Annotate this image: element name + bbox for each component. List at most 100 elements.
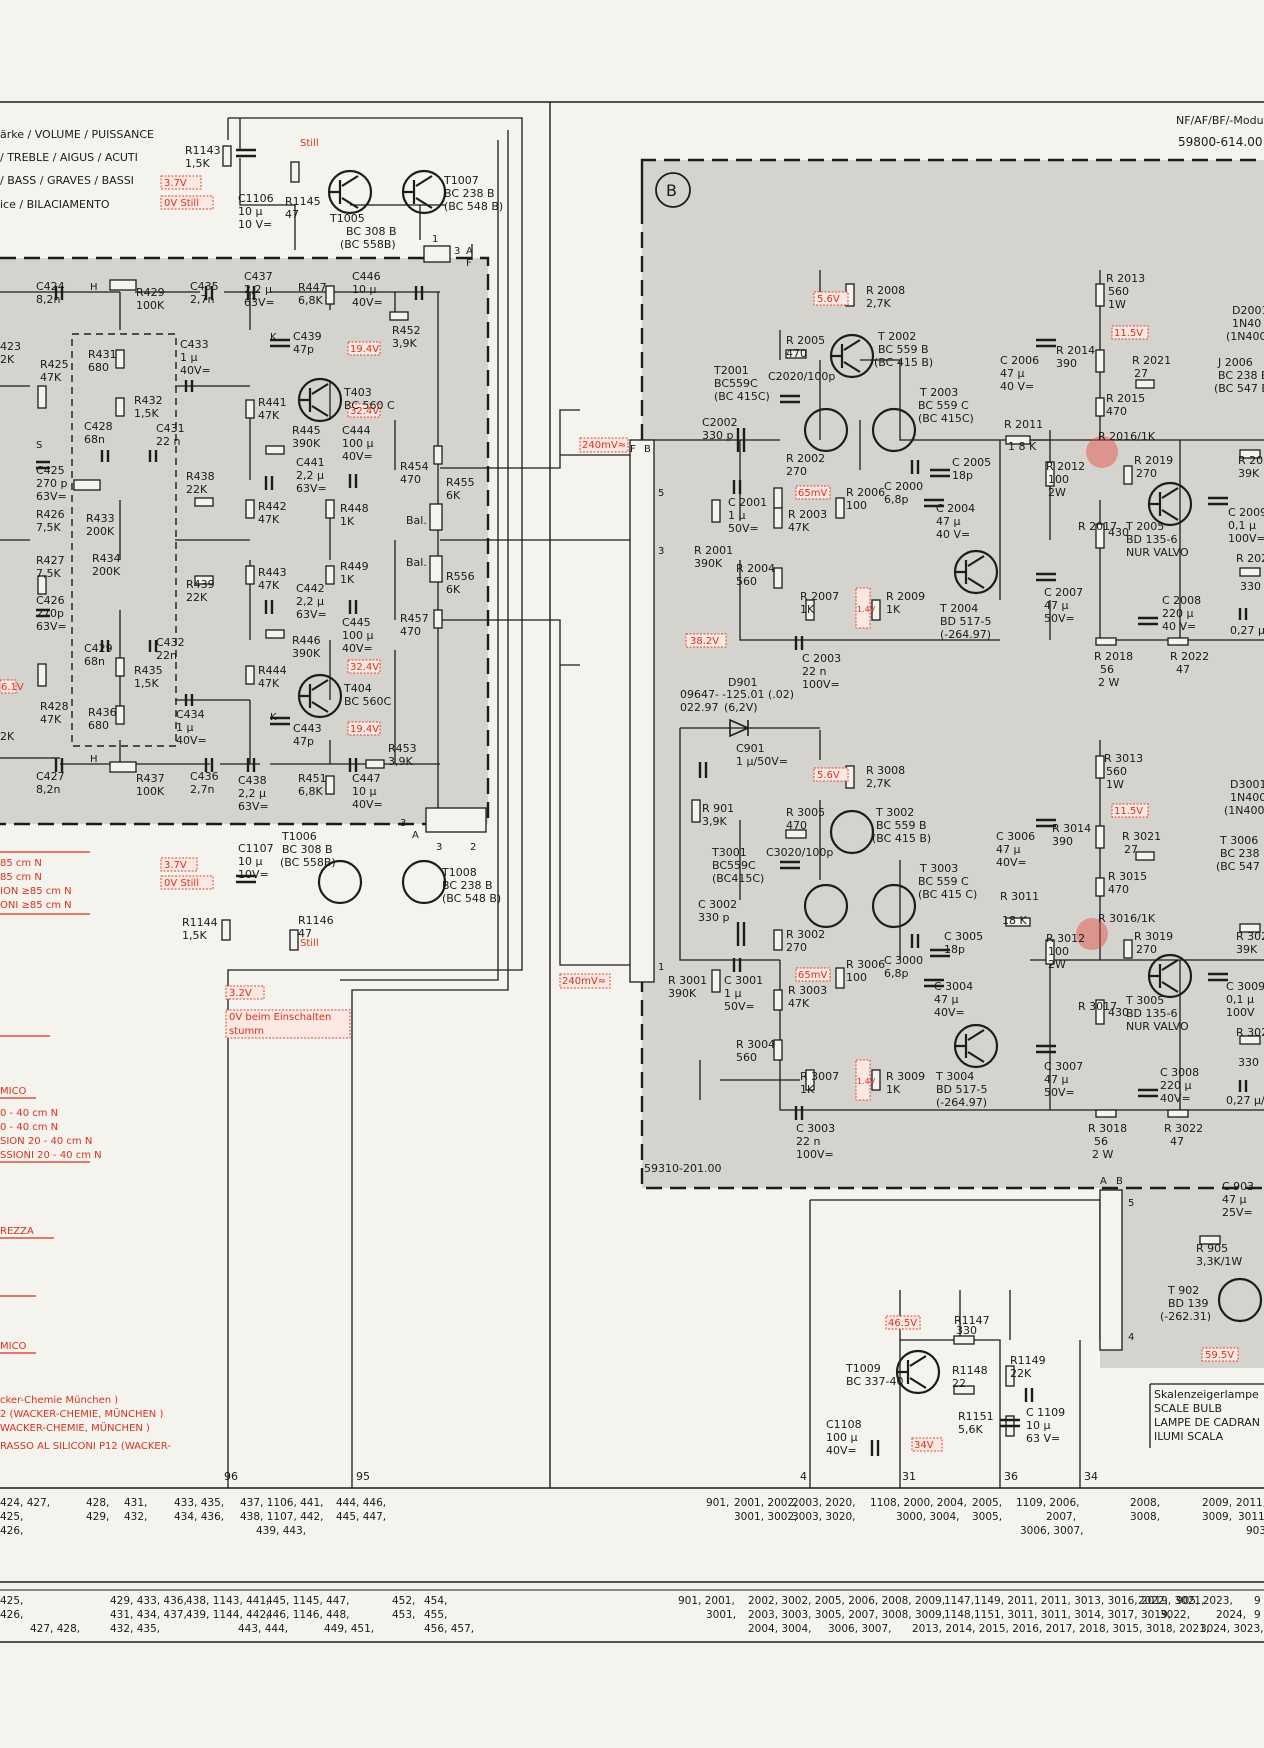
svg-text:R 905: R 905 [1196, 1242, 1228, 1255]
svg-text:(BC 547 B): (BC 547 B) [1216, 860, 1264, 873]
svg-text:T 2002: T 2002 [877, 330, 916, 343]
svg-text:0 - 40 cm N: 0 - 40 cm N [0, 1122, 58, 1133]
svg-text:T2001: T2001 [713, 364, 749, 377]
svg-text:C429: C429 [84, 642, 113, 655]
svg-text:1N40: 1N40 [1232, 317, 1261, 330]
svg-text:39K: 39K [1238, 467, 1260, 480]
svg-text:432, 435,: 432, 435, [110, 1623, 160, 1635]
svg-text:C 2009: C 2009 [1228, 506, 1264, 519]
svg-text:40V=: 40V= [180, 364, 211, 377]
svg-text:1108, 2000, 2004,: 1108, 2000, 2004, [870, 1497, 967, 1509]
svg-text:T 2005: T 2005 [1125, 520, 1164, 533]
svg-text:MICO: MICO [0, 1086, 27, 1097]
svg-text:R 2001: R 2001 [694, 544, 733, 557]
svg-text:680: 680 [88, 361, 109, 374]
svg-text:1K: 1K [800, 603, 815, 616]
svg-text:3022,: 3022, [1160, 1609, 1190, 1621]
svg-text:905, 2023,: 905, 2023, [1176, 1595, 1233, 1607]
svg-text:(BC 415 B): (BC 415 B) [874, 356, 933, 369]
svg-text:439, 1144, 442,: 439, 1144, 442, [186, 1609, 270, 1621]
svg-text:1.4V: 1.4V [857, 1077, 876, 1086]
svg-text:0V Still: 0V Still [164, 198, 199, 209]
svg-text:9: 9 [1254, 1609, 1261, 1621]
svg-text:C443: C443 [293, 722, 322, 735]
svg-text:(BC 548 B): (BC 548 B) [442, 892, 501, 905]
svg-text:BD 135-6: BD 135-6 [1126, 533, 1177, 546]
svg-text:R 2022: R 2022 [1170, 650, 1209, 663]
svg-text:C439: C439 [293, 330, 322, 343]
svg-text:R556: R556 [446, 570, 475, 583]
svg-text:18p: 18p [944, 943, 965, 956]
svg-text:R438: R438 [186, 470, 215, 483]
svg-text:390K: 390K [292, 437, 321, 450]
svg-text:63V=: 63V= [36, 490, 67, 503]
svg-text:R 2015: R 2015 [1106, 392, 1145, 405]
svg-text:C445: C445 [342, 616, 371, 629]
svg-text:R 901: R 901 [702, 802, 734, 815]
svg-text:BC 238 B: BC 238 B [444, 187, 495, 200]
svg-text:RASSO AL SILICONI P12 (WACKER: RASSO AL SILICONI P12 (WACKER- [0, 1441, 171, 1452]
svg-text:560: 560 [736, 1051, 757, 1064]
svg-text:0,27 µ: 0,27 µ [1230, 624, 1264, 637]
svg-text:R448: R448 [340, 502, 369, 515]
svg-text:27: 27 [1134, 367, 1148, 380]
svg-text:3006, 3007,: 3006, 3007, [828, 1623, 891, 1635]
svg-text:27: 27 [1124, 843, 1138, 856]
svg-text:22K: 22K [186, 483, 208, 496]
svg-text:BC 559 C: BC 559 C [918, 875, 969, 888]
svg-text:J 2006: J 2006 [1217, 356, 1253, 369]
terminal-numbers: 96 95 4 31 36 34 [224, 1470, 1098, 1483]
connector-top[interactable] [423, 245, 451, 263]
svg-text:200K: 200K [92, 565, 121, 578]
svg-text:31: 31 [902, 1470, 916, 1483]
svg-text:R 2016/1K: R 2016/1K [1098, 430, 1156, 443]
svg-text:10 V=: 10 V= [238, 218, 272, 231]
svg-text:428,: 428, [86, 1497, 109, 1509]
svg-text:BC559C: BC559C [712, 859, 756, 872]
connector-bottom[interactable] [425, 807, 487, 833]
svg-text:453,: 453, [392, 1609, 415, 1621]
svg-text:47: 47 [1176, 663, 1190, 676]
svg-text:R 3013: R 3013 [1104, 752, 1143, 765]
svg-text:REZZA: REZZA [0, 1226, 34, 1237]
svg-text:LAMPE DE CADRAN: LAMPE DE CADRAN [1154, 1416, 1260, 1429]
svg-text:4: 4 [800, 1470, 807, 1483]
svg-text:R437: R437 [136, 772, 165, 785]
svg-text:R1148: R1148 [952, 1364, 988, 1377]
svg-text:40V=: 40V= [176, 734, 207, 747]
svg-text:1K: 1K [800, 1083, 815, 1096]
svg-text:3000, 3004,: 3000, 3004, [896, 1511, 959, 1523]
svg-text:18 K: 18 K [1002, 914, 1027, 927]
svg-text:R453: R453 [388, 742, 417, 755]
connector-strip-b[interactable] [629, 439, 655, 983]
module-b-code: 59310-201.00 [644, 1162, 721, 1175]
svg-text:C1106: C1106 [238, 192, 274, 205]
svg-text:3,9K: 3,9K [388, 755, 413, 768]
svg-text:R 2019: R 2019 [1134, 454, 1173, 467]
regulator-module-shade [1100, 1160, 1264, 1368]
svg-text:2007,: 2007, [1046, 1511, 1076, 1523]
trimmer-r2016-mark[interactable] [1086, 436, 1118, 468]
svg-text:C 2007: C 2007 [1044, 586, 1083, 599]
svg-text:R 3001: R 3001 [668, 974, 707, 987]
svg-text:1 µ: 1 µ [724, 987, 742, 1000]
tone-module-shade [0, 258, 488, 824]
svg-text:(BC 548 B): (BC 548 B) [444, 200, 503, 213]
svg-text:Still: Still [300, 138, 319, 149]
svg-text:7,5K: 7,5K [36, 521, 61, 534]
svg-text:47K: 47K [258, 409, 280, 422]
trimmer-r3016-mark[interactable] [1076, 918, 1108, 950]
svg-text:50V=: 50V= [724, 1000, 755, 1013]
svg-text:25V=: 25V= [1222, 1206, 1253, 1219]
svg-text:5: 5 [1128, 1198, 1134, 1209]
connector-strip-c[interactable] [1099, 1189, 1123, 1351]
svg-text:2022,: 2022, [1138, 1595, 1168, 1607]
svg-text:22 n: 22 n [802, 665, 826, 678]
svg-text:449, 451,: 449, 451, [324, 1623, 374, 1635]
tone-inner-border [71, 333, 177, 747]
svg-text:C 2008: C 2008 [1162, 594, 1201, 607]
svg-text:19.4V: 19.4V [350, 724, 379, 735]
svg-text:903: 903 [1246, 1525, 1264, 1537]
svg-text:C 3009: C 3009 [1226, 980, 1264, 993]
